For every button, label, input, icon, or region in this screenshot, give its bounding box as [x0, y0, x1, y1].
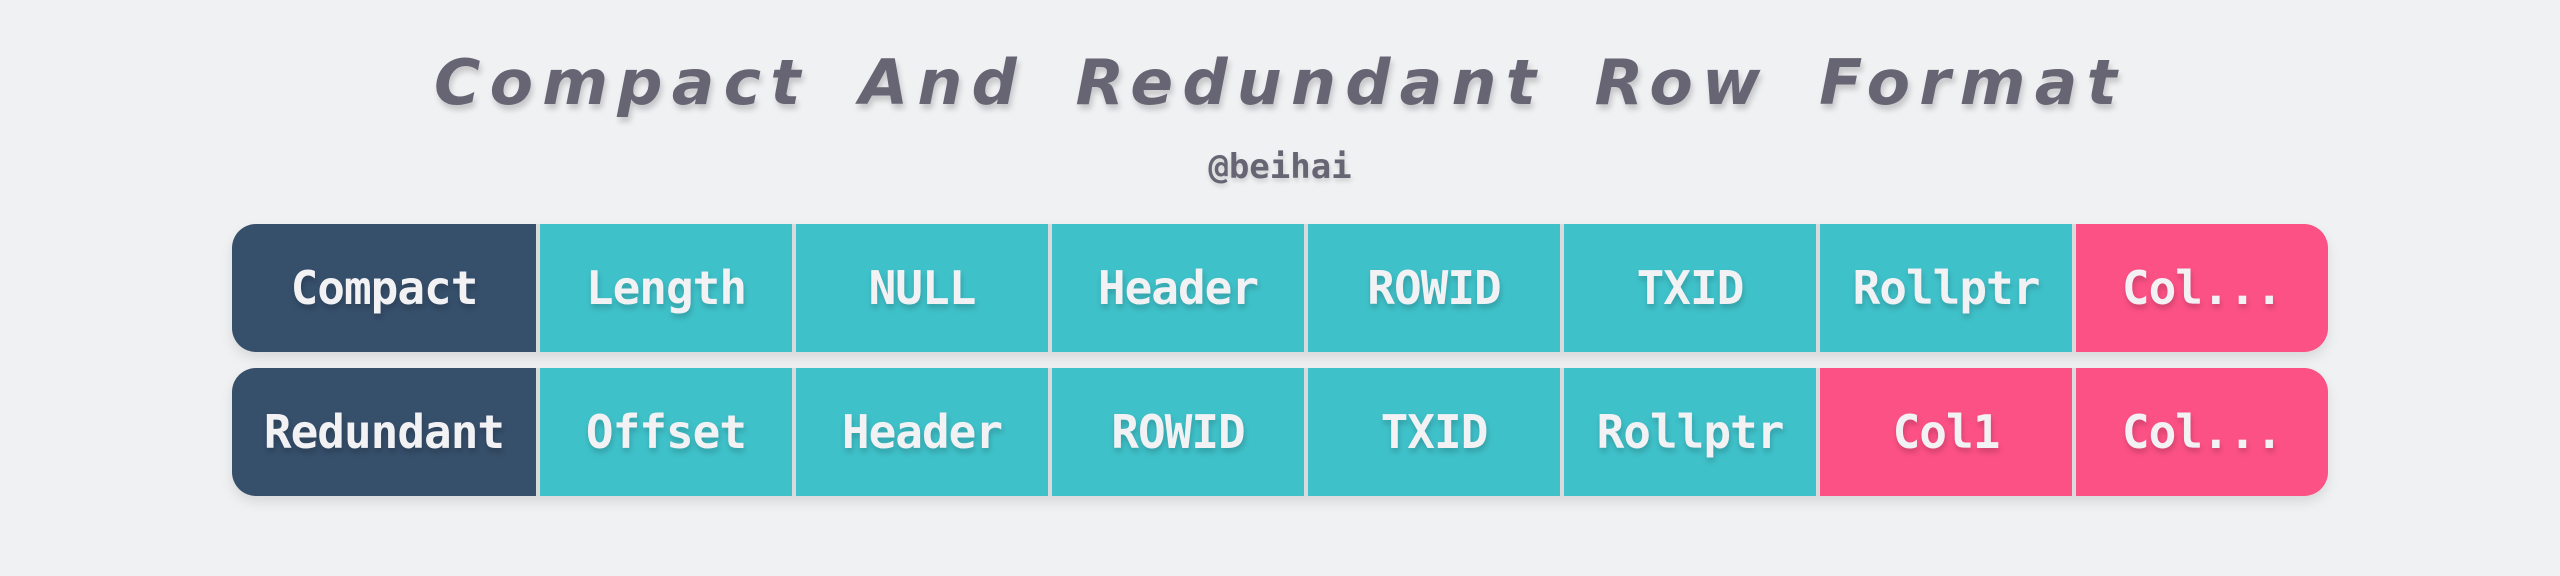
field-header: Header	[796, 368, 1048, 496]
field-offset: Offset	[540, 368, 792, 496]
field-columns: Col...	[2076, 368, 2328, 496]
field-rowid: ROWID	[1308, 224, 1560, 352]
field-rollptr: Rollptr	[1564, 368, 1816, 496]
field-txid: TXID	[1564, 224, 1816, 352]
field-header: Header	[1052, 224, 1304, 352]
field-rollptr: Rollptr	[1820, 224, 2072, 352]
row-label-compact: Compact	[232, 224, 536, 352]
field-null: NULL	[796, 224, 1048, 352]
field-columns: Col...	[2076, 224, 2328, 352]
row-format-table: Compact Length NULL Header ROWID TXID Ro…	[232, 224, 2328, 512]
row-label-redundant: Redundant	[232, 368, 536, 496]
field-col1: Col1	[1820, 368, 2072, 496]
field-length: Length	[540, 224, 792, 352]
field-rowid: ROWID	[1052, 368, 1304, 496]
author-handle: @beihai	[1208, 147, 1352, 187]
redundant-row: Redundant Offset Header ROWID TXID Rollp…	[232, 368, 2328, 496]
diagram-title: Compact And Redundant Row Format	[433, 46, 2126, 119]
compact-row: Compact Length NULL Header ROWID TXID Ro…	[232, 224, 2328, 352]
field-txid: TXID	[1308, 368, 1560, 496]
